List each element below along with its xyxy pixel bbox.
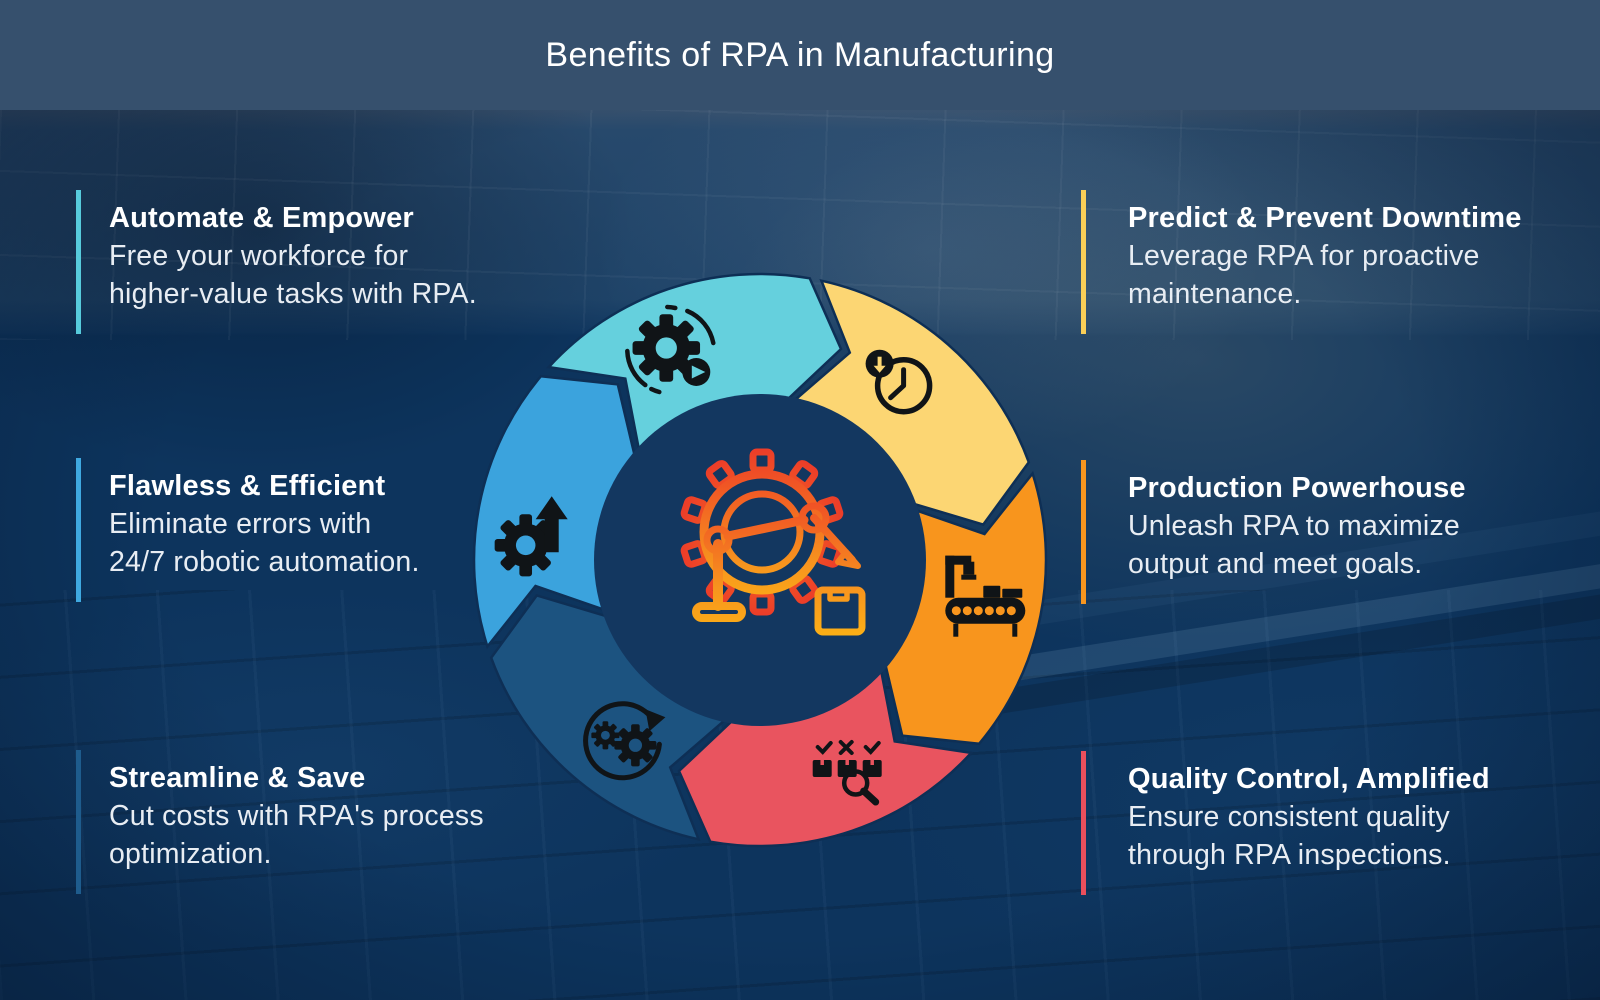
accent-bar [76,190,81,334]
header-bar: Benefits of RPA in Manufacturing [0,0,1600,110]
benefit-line: higher-value tasks with RPA. [109,278,477,310]
benefit-predict-prevent-downtime: Predict & Prevent Downtime Leverage RPA … [1081,190,1522,334]
accent-bar [1081,751,1086,895]
benefit-title: Streamline & Save [109,762,366,794]
benefit-line: output and meet goals. [1128,548,1423,580]
benefit-line: Eliminate errors with [109,508,372,540]
accent-bar [76,750,81,894]
benefit-automate-empower: Automate & Empower Free your workforce f… [76,190,477,334]
benefit-line: Leverage RPA for proactive [1128,240,1480,272]
benefit-line: Ensure consistent quality [1128,801,1450,833]
benefit-line: maintenance. [1128,278,1302,310]
benefit-title: Production Powerhouse [1128,472,1466,504]
accent-bar [1081,460,1086,604]
wheel-center [594,394,926,726]
benefit-production-powerhouse: Production Powerhouse Unleash RPA to max… [1081,460,1466,604]
page-title: Benefits of RPA in Manufacturing [545,36,1055,74]
benefit-line: 24/7 robotic automation. [109,546,420,578]
benefit-flawless-efficient: Flawless & Efficient Eliminate errors wi… [76,458,420,602]
benefit-streamline-save: Streamline & Save Cut costs with RPA's p… [76,750,484,894]
benefit-line: Unleash RPA to maximize [1128,510,1460,542]
benefit-line: Free your workforce for [109,240,409,272]
benefit-title: Automate & Empower [109,202,414,234]
accent-bar [76,458,81,602]
benefit-line: Cut costs with RPA's process [109,800,484,832]
benefit-title: Flawless & Efficient [109,470,386,502]
benefit-line: optimization. [109,838,272,870]
benefit-title: Quality Control, Amplified [1128,763,1490,795]
benefit-line: through RPA inspections. [1128,839,1451,871]
accent-bar [1081,190,1086,334]
benefit-title: Predict & Prevent Downtime [1128,202,1522,234]
benefit-quality-control-amplified: Quality Control, Amplified Ensure consis… [1081,751,1490,895]
